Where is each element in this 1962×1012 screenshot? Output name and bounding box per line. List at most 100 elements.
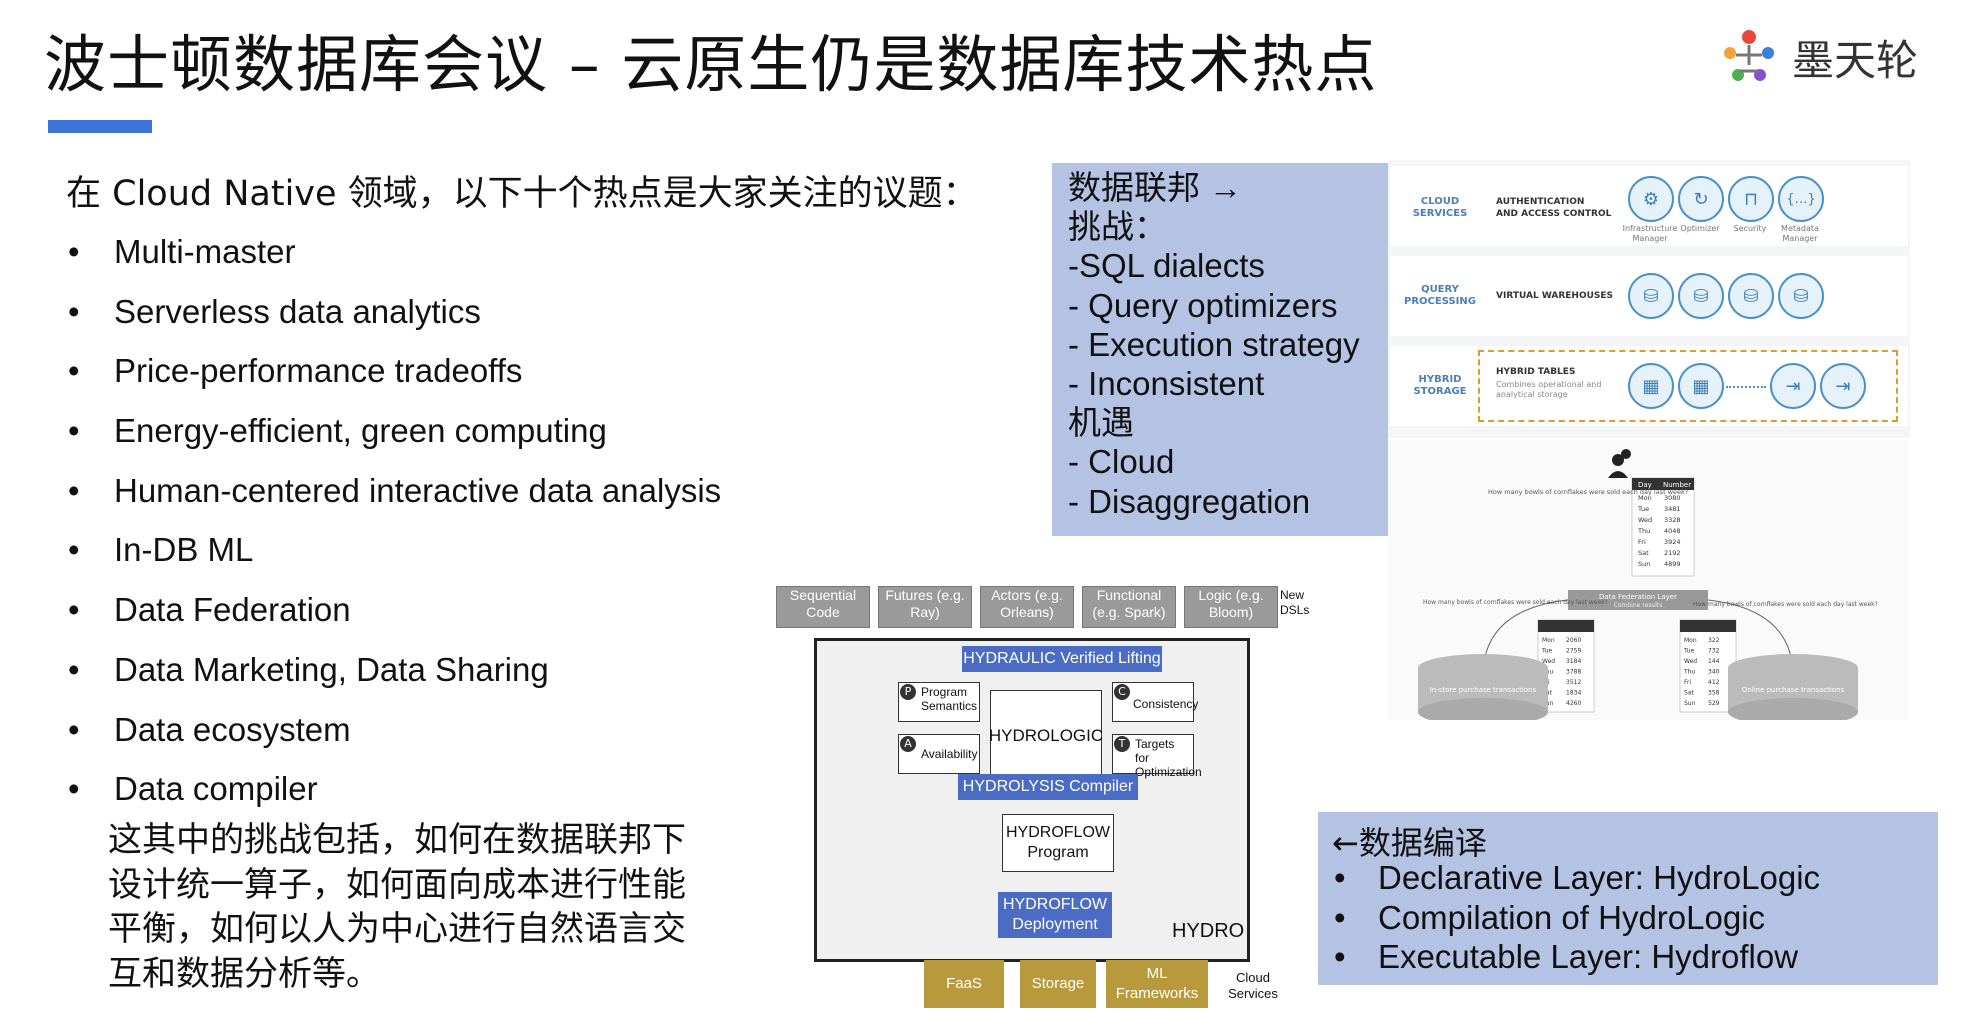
table-cell: 3328 bbox=[1664, 516, 1681, 524]
dsl-box: Actors (e.g. Orleans) bbox=[980, 586, 1074, 628]
table-cell: 3481 bbox=[1664, 505, 1681, 513]
table-cell: 358 bbox=[1708, 690, 1720, 697]
list-item: •Executable Layer: Hydroflow bbox=[1334, 938, 1799, 975]
challenge-line: 互和数据分析等。 bbox=[108, 953, 380, 994]
list-item: •Declarative Layer: HydroLogic bbox=[1334, 859, 1821, 896]
question-text-top: How many bowls of cornflakes were sold e… bbox=[1488, 488, 1688, 496]
refresh-icon: ↻ bbox=[1678, 176, 1724, 222]
hydro-diagram: Sequential Code Futures (e.g. Ray) Actor… bbox=[772, 578, 1314, 1012]
intro-text: 在 Cloud Native 领域，以下十个热点是大家关注的议题： bbox=[66, 174, 978, 214]
federation-line: - Inconsistent bbox=[1068, 365, 1265, 403]
hydroflow-deployment-box: HYDROFLOW Deployment bbox=[998, 892, 1112, 938]
federation-line: 挑战： bbox=[1068, 208, 1167, 246]
table-cell: Mon bbox=[1638, 494, 1652, 502]
facet-letter-icon: C bbox=[1114, 684, 1130, 700]
cloud-architecture-figure: CLOUD SERVICES AUTHENTICATION AND ACCESS… bbox=[1388, 160, 1910, 438]
federation-layer-label: Data Federation Layer bbox=[1599, 593, 1677, 601]
hydrologic-box: HYDROLOGIC bbox=[989, 690, 1103, 782]
list-item: •Human-centered interactive data analysi… bbox=[68, 471, 722, 509]
challenge-line: 平衡，如何以人为中心进行自然语言交 bbox=[108, 909, 686, 949]
table-cell: Sat bbox=[1684, 690, 1694, 697]
compile-list: •Declarative Layer: HydroLogic •Compilat… bbox=[1332, 858, 1820, 977]
federation-box bbox=[1052, 163, 1388, 536]
store-right-label: Online purchase transactions bbox=[1742, 686, 1845, 694]
table-cell: 2192 bbox=[1664, 549, 1681, 557]
list-item: •Data compiler bbox=[68, 770, 318, 808]
compile-title: ←数据编译 bbox=[1332, 824, 1487, 862]
arch-row-subdesc: Combines operational and analytical stor… bbox=[1496, 380, 1602, 399]
table-cell: Tue bbox=[1683, 648, 1695, 655]
table-cell: 2060 bbox=[1566, 637, 1581, 644]
icon-caption: Optimizer bbox=[1680, 224, 1720, 233]
facet-letter-icon: A bbox=[900, 736, 916, 752]
table-cell: Wed bbox=[1638, 516, 1652, 524]
arch-row-label: QUERY PROCESSING bbox=[1404, 284, 1476, 307]
list-item: •Multi-master bbox=[68, 233, 296, 270]
hot-topic-list: •Multi-master •Serverless data analytics… bbox=[66, 228, 721, 825]
challenge-paragraph: 这其中的挑战包括，如何在数据联邦下 设计统一算子，如何面向成本进行性能 平衡，如… bbox=[108, 818, 748, 996]
facet-letter-icon: P bbox=[900, 684, 916, 700]
logo-icon bbox=[1724, 30, 1774, 81]
table-cell: Tue bbox=[1541, 648, 1553, 655]
hydro-brand: HYDRO bbox=[1172, 920, 1245, 942]
import-icon: ⇥ bbox=[1820, 363, 1866, 409]
icon-caption: Infrastructure Manager bbox=[1622, 224, 1678, 243]
table-cell: 3184 bbox=[1566, 658, 1581, 665]
table-cell: 4899 bbox=[1664, 560, 1681, 568]
database-icon bbox=[1418, 654, 1548, 720]
table-cell: 4048 bbox=[1664, 527, 1681, 535]
database-icon: ⛁ bbox=[1628, 273, 1674, 319]
hybrid-tables-frame bbox=[1478, 350, 1898, 422]
database-icon bbox=[1728, 654, 1858, 720]
table-cell: Mon bbox=[1684, 637, 1697, 644]
table-cell: Sun bbox=[1684, 700, 1696, 707]
lifting-banner: HYDRAULIC Verified Lifting bbox=[962, 646, 1162, 672]
arch-row-desc: VIRTUAL WAREHOUSES bbox=[1496, 291, 1614, 301]
table-cell: Fri bbox=[1638, 538, 1646, 546]
table-cell: Mon bbox=[1542, 637, 1555, 644]
table-cell: Sat bbox=[1638, 549, 1649, 557]
gear-icon: ⚙ bbox=[1628, 176, 1674, 222]
table-cell: 3080 bbox=[1664, 494, 1681, 502]
service-box: ML Frameworks bbox=[1106, 960, 1208, 1008]
icon-caption: Metadata Manager bbox=[1781, 224, 1819, 243]
flow-arrow bbox=[1726, 386, 1766, 388]
table-cell: 340 bbox=[1708, 669, 1720, 676]
arch-row-desc: AUTHENTICATION AND ACCESS CONTROL bbox=[1496, 197, 1612, 219]
table-cell: 144 bbox=[1708, 658, 1720, 665]
logo-text: 墨天轮 bbox=[1792, 35, 1919, 85]
table-icon: ▦ bbox=[1628, 363, 1674, 409]
hydroflow-program-box: HYDROFLOW Program bbox=[1002, 814, 1114, 872]
table-icon: ▦ bbox=[1678, 363, 1724, 409]
table-cell: Wed bbox=[1684, 658, 1697, 665]
list-item: •Data Marketing, Data Sharing bbox=[68, 650, 549, 688]
table-cell: 529 bbox=[1708, 700, 1720, 707]
result-table-right bbox=[1679, 619, 1737, 713]
dsl-box: Sequential Code bbox=[776, 586, 870, 628]
svg-text:Number: Number bbox=[1663, 481, 1691, 489]
database-icon: ⛁ bbox=[1678, 273, 1724, 319]
challenge-line: 设计统一算子，如何面向成本进行性能 bbox=[108, 864, 686, 905]
table-cell: 322 bbox=[1708, 637, 1720, 644]
federation-line: 机遇 bbox=[1068, 404, 1134, 442]
svg-text:Day: Day bbox=[1638, 481, 1652, 489]
import-icon: ⇥ bbox=[1770, 363, 1816, 409]
table-cell: Sun bbox=[1638, 560, 1650, 568]
table-cell: Fri bbox=[1684, 679, 1691, 686]
table-cell: 3788 bbox=[1566, 669, 1581, 676]
database-icon: ⛁ bbox=[1728, 273, 1774, 319]
service-box: FaaS bbox=[924, 960, 1004, 1008]
arch-row-cloud-services: CLOUD SERVICES AUTHENTICATION AND ACCESS… bbox=[1390, 166, 1908, 246]
arch-row-hybrid-storage: HYBRID STORAGE HYBRID TABLES Combines op… bbox=[1390, 346, 1908, 426]
table-cell: 1834 bbox=[1566, 690, 1581, 697]
compiler-banner: HYDROLYSIS Compiler bbox=[958, 774, 1138, 800]
federation-line: -SQL dialects bbox=[1068, 247, 1265, 285]
table-cell: 3512 bbox=[1566, 679, 1581, 686]
facet-box: Targets for Optimization bbox=[1112, 734, 1202, 779]
challenge-line: 这其中的挑战包括，如何在数据联邦下 bbox=[108, 820, 686, 860]
federation-line: 数据联邦 → bbox=[1068, 169, 1243, 206]
arch-row-label: CLOUD SERVICES bbox=[1412, 196, 1468, 219]
table-cell: Wed bbox=[1542, 658, 1555, 665]
lock-icon: ⊓ bbox=[1728, 176, 1774, 222]
